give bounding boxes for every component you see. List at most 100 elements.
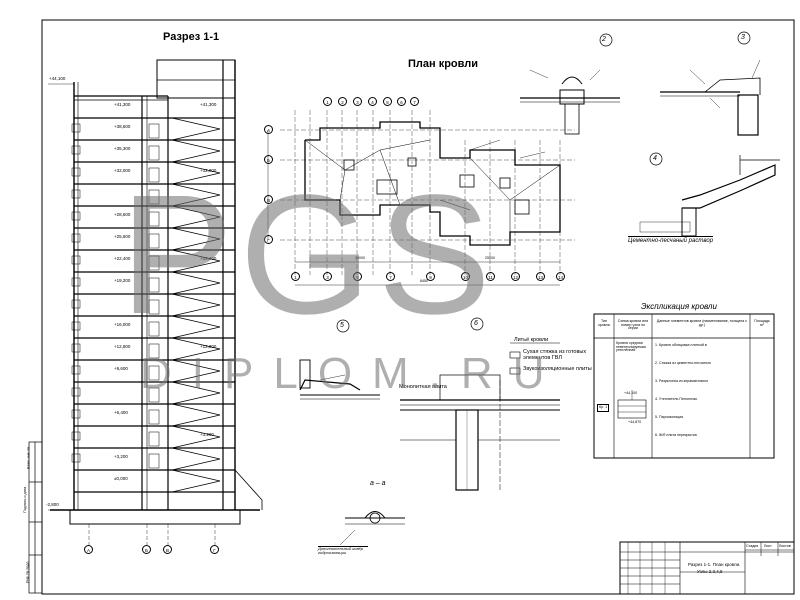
table-desc-line: 1. Кровля облицовка плиткой в <box>655 343 707 347</box>
axis-bubble: 5 <box>383 97 392 106</box>
level-mark: +16,000 <box>114 322 131 327</box>
table-title: Экспликация кровли <box>641 302 717 311</box>
section-a-a-label: а – а <box>370 480 386 487</box>
axis-bubble: 7 <box>386 272 395 281</box>
axis-bubble: Б <box>142 545 151 554</box>
node-4-drawing <box>639 155 780 237</box>
node-number-5: 5 <box>340 322 344 329</box>
level-mark: +44,100 <box>49 76 66 81</box>
node-number-4: 4 <box>653 155 657 162</box>
table-desc-line: 5. Пароизоляция <box>655 415 684 419</box>
table-header-data: Данные элементов кровли (наименование, т… <box>656 319 748 327</box>
axis-bubble: Б <box>264 155 273 164</box>
level-mark: +19,200 <box>114 278 131 283</box>
plan-dimension: 25000 <box>485 256 495 260</box>
axis-bubble: В <box>264 195 273 204</box>
section-title: Разрез 1-1 <box>163 31 220 43</box>
axis-bubble: 6 <box>397 97 406 106</box>
table-dim: +44,100 <box>624 391 638 395</box>
table-desc-line: 3. Разуклонка из керамзитового <box>655 379 709 383</box>
node-5-drawing <box>299 359 380 400</box>
table-desc-line: 2. Стяжка из цементно-песчаного <box>655 361 711 365</box>
drain-label: Дополнительный ковёр гидроизоляции <box>318 546 368 555</box>
axis-bubble: А <box>264 125 273 134</box>
level-mark: -2,800 <box>46 502 59 507</box>
stamp-col-sheet: Лист <box>764 544 772 548</box>
axis-bubble: 3 <box>353 97 362 106</box>
table-roof-code: Кр. 1 <box>597 404 610 412</box>
level-mark: +41,300 <box>114 102 131 107</box>
axis-bubble: 9 <box>426 272 435 281</box>
section-1-1-drawing <box>48 59 263 545</box>
table-roof-type: Кровля средняя невентилируемая утеплённа… <box>616 341 646 353</box>
axis-bubble: 11 <box>486 272 495 281</box>
axis-bubble: 12 <box>511 272 520 281</box>
sheet-frame <box>41 19 795 595</box>
roof-plan-drawing <box>267 110 575 286</box>
table-header-scheme: Схема кровли или номер узла по серии <box>617 319 649 331</box>
level-mark: +3,200 <box>200 432 214 437</box>
level-mark: +12,800 <box>114 344 131 349</box>
level-mark: +6,400 <box>114 410 128 415</box>
level-mark: +28,600 <box>114 212 131 217</box>
level-mark: +38,600 <box>114 124 131 129</box>
legend-title: Литьё кровли <box>514 337 549 343</box>
axis-bubble: 1 <box>291 272 300 281</box>
level-mark: +41,300 <box>200 102 217 107</box>
node-markers <box>336 31 751 333</box>
level-mark: +35,300 <box>114 146 131 151</box>
roof-explication-table <box>593 313 775 459</box>
binding-label: Инв. № подл. <box>25 560 30 583</box>
node-number-6: 6 <box>474 320 478 327</box>
axis-bubble: Г <box>210 545 219 554</box>
level-mark: +25,600 <box>114 234 131 239</box>
legend-symbols <box>509 342 560 375</box>
stamp-col-stage: Стадия <box>746 544 759 548</box>
table-dim: +44,870 <box>628 420 642 424</box>
title-block <box>619 541 795 595</box>
axis-bubble: А <box>84 545 93 554</box>
node-2-drawing <box>520 69 620 135</box>
level-mark: ±0,000 <box>114 476 128 481</box>
node-3-drawing <box>660 59 761 136</box>
axis-bubble: 3 <box>323 272 332 281</box>
axis-bubble: 4 <box>368 97 377 106</box>
level-mark: +3,200 <box>114 454 128 459</box>
level-mark: +22,400 <box>200 256 217 261</box>
legend-item-sound: Звукоизоляционные плиты <box>523 366 592 372</box>
axis-bubble: 7 <box>410 97 419 106</box>
plan-dimension: 8450 <box>420 279 428 283</box>
node-6-drawing <box>400 374 560 491</box>
stamp-caption-2: Узлы 2,3,4,5 <box>697 569 723 574</box>
binding-label: Взам. инв. № <box>26 446 31 469</box>
axis-bubble: 1 <box>323 97 332 106</box>
stamp-col-sheets: Листов <box>779 544 791 548</box>
node-number-3: 3 <box>741 34 745 41</box>
axis-bubble: Г <box>264 235 273 244</box>
axis-bubble: 14 <box>556 272 565 281</box>
binding-label: Подпись и дата <box>23 486 28 513</box>
table-desc-line: 6. Ж/б плита перекрытия <box>655 433 697 437</box>
drain-detail <box>339 511 405 546</box>
node-number-2: 2 <box>602 36 606 43</box>
axis-bubble: 5 <box>353 272 362 281</box>
stamp-caption-1: Разрез 1-1. План кровли. <box>688 562 741 567</box>
table-header-type: Тип кровли <box>598 319 610 327</box>
legend-item-gvl: Сухая стяжка из готовых элементов ГВЛ <box>523 349 587 361</box>
binding-strip <box>28 441 43 594</box>
roof-plan-title: План кровли <box>408 58 479 70</box>
level-mark: +9,600 <box>114 366 128 371</box>
axis-bubble: 2 <box>338 97 347 106</box>
level-mark: +32,000 <box>200 168 217 173</box>
level-mark: +12,800 <box>200 344 217 349</box>
table-header-area: Площадь м² <box>754 319 770 327</box>
level-mark: +22,400 <box>114 256 131 261</box>
monolith-label: Монолитная плита <box>399 384 447 390</box>
table-desc-line: 4. Утеплитель Пеноплэкс <box>655 397 698 401</box>
plan-dimension: 39000 <box>355 256 365 260</box>
axis-bubble: 13 <box>536 272 545 281</box>
axis-bubble: В <box>163 545 172 554</box>
axis-bubble: 10 <box>461 272 470 281</box>
